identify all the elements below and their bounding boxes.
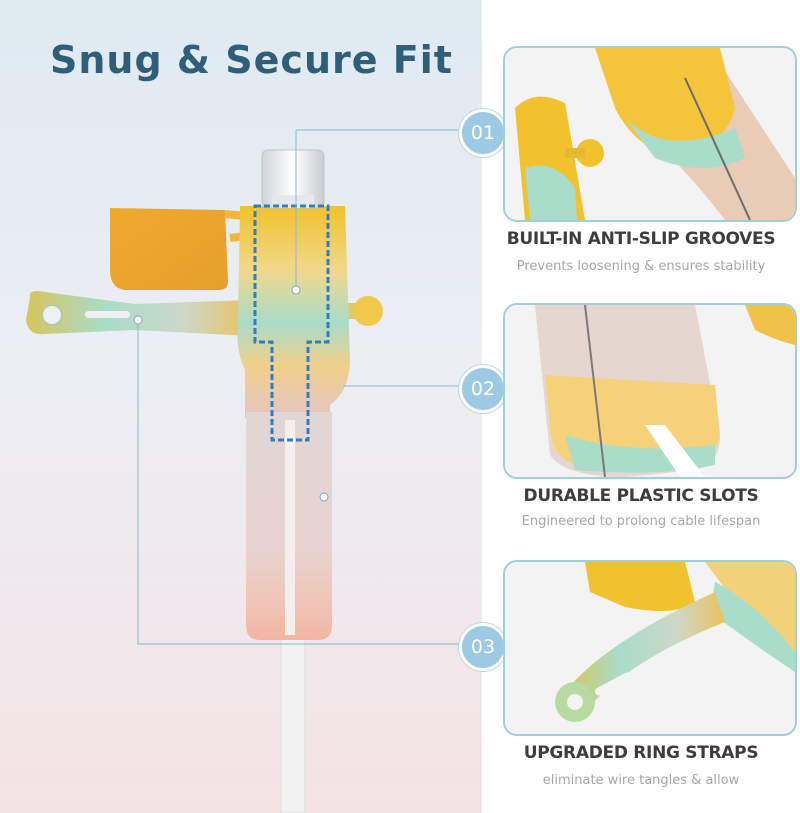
feature-title-slots: DURABLE PLASTIC SLOTS — [523, 486, 759, 506]
callout-badge-3: 03 — [459, 623, 507, 671]
feature-image-straps — [503, 560, 797, 736]
feature-subtitle-slots: Engineered to prolong cable lifespan — [521, 514, 761, 529]
page-title: Snug & Secure Fit — [50, 38, 453, 82]
callout-badge-2: 02 — [459, 365, 507, 413]
highlight-outline — [253, 204, 330, 442]
strap-ring-hole — [41, 304, 63, 326]
side-knob — [353, 296, 383, 326]
left-panel — [0, 0, 482, 813]
protector-body — [237, 206, 350, 418]
connector-cap — [110, 208, 228, 290]
feature-subtitle-straps: eliminate wire tangles & allow — [542, 773, 740, 788]
feature-image-grooves — [503, 46, 797, 222]
cable — [280, 619, 306, 813]
feature-subtitle-grooves: Prevents loosening & ensures stability — [516, 259, 766, 274]
strap-slot — [85, 311, 130, 318]
feature-title-grooves: BUILT-IN ANTI-SLIP GROOVES — [506, 229, 776, 249]
leader-lines — [137, 129, 468, 645]
ring-strap — [26, 290, 252, 336]
feature-title-straps: UPGRADED RING STRAPS — [523, 743, 759, 763]
feature-image-slots — [503, 303, 797, 479]
callout-badge-1: 01 — [459, 109, 507, 157]
cable-protector-illustration — [26, 129, 468, 813]
